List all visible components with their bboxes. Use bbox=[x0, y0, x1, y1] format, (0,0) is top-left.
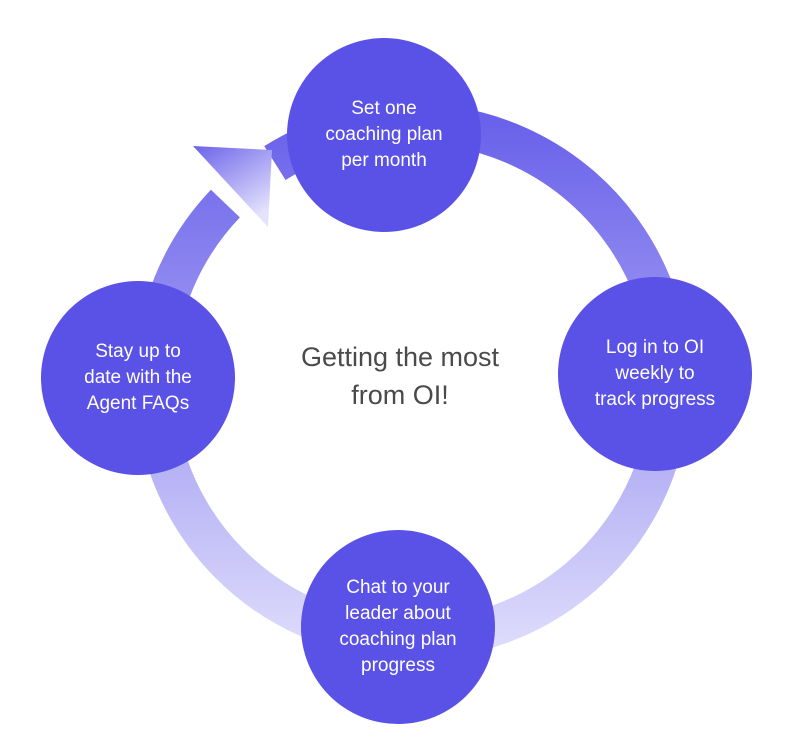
step-log-in-weekly: Log in to OI weekly to track progress bbox=[558, 277, 752, 471]
cycle-arrow-icon bbox=[193, 146, 272, 227]
diagram-title: Getting the most from OI! bbox=[300, 342, 500, 410]
step-label: Stay up to date with the Agent FAQs bbox=[84, 341, 192, 414]
step-chat-to-leader: Chat to your leader about coaching plan … bbox=[301, 530, 495, 724]
step-label: Chat to your leader about coaching plan … bbox=[339, 577, 457, 676]
step-agent-faqs: Stay up to date with the Agent FAQs bbox=[41, 281, 235, 475]
step-label: Set one coaching plan per month bbox=[325, 98, 443, 171]
step-set-coaching-plan: Set one coaching plan per month bbox=[287, 38, 481, 232]
step-label: Log in to OI weekly to track progress bbox=[594, 337, 716, 410]
